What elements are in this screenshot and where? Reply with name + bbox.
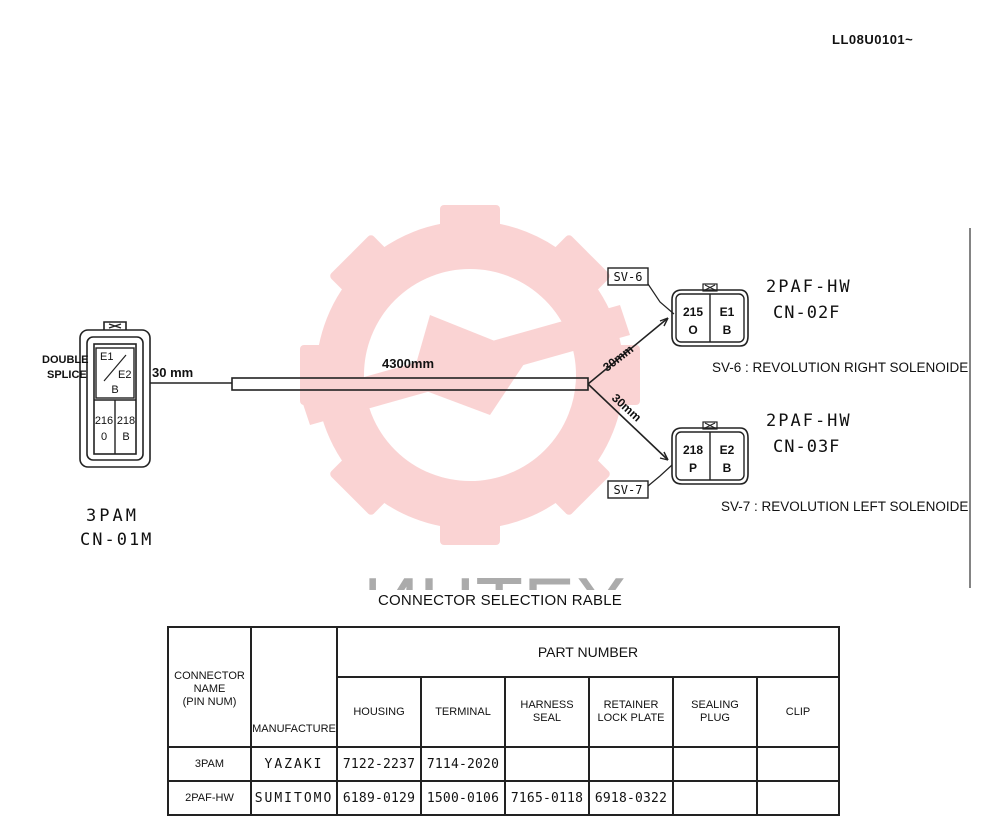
wire-harness (150, 317, 669, 461)
header-connector-name: CONNECTOR NAME (PIN NUM) (167, 626, 252, 748)
cn01m-pin1-color: 0 (101, 431, 107, 443)
cn03f-description: SV-7 : REVOLUTION LEFT SOLENOIDE (721, 499, 968, 514)
cn02f-tag: SV-6 (614, 270, 643, 284)
document-reference-code: LL08U0101~ (832, 32, 914, 47)
row-terminal: 1500-0106 (420, 780, 506, 816)
table-row: 3PAM YAZAKI 7122-2237 7114-2020 (167, 746, 840, 782)
cn03f-pin2-number: E2 (720, 443, 735, 457)
main-length-label: 4300mm (382, 356, 434, 371)
header-clip: CLIP (756, 676, 840, 748)
cn03f-pin2-color: B (723, 461, 732, 475)
connector-cn-03f: 218 P E2 B (607, 421, 749, 499)
row-harness-seal: 7165-0118 (504, 780, 590, 816)
cn03f-name-label: CN-03F (773, 437, 840, 457)
cn02f-pin2-color: B (723, 323, 732, 337)
cn03f-pin1-number: 218 (683, 443, 703, 457)
cn02f-pin1-color: O (688, 323, 697, 337)
row-retainer-lock-plate: 6918-0322 (588, 780, 674, 816)
row-connector-name: 3PAM (167, 746, 252, 782)
double-splice-label-line2: SPLICE (47, 369, 87, 381)
lead-length-label: 30 mm (152, 365, 193, 380)
row-terminal: 7114-2020 (420, 746, 506, 782)
row-manufacture: SUMITOMO (250, 780, 338, 816)
splice-color: B (111, 384, 118, 396)
header-sealing-plug: SEALING PLUG (672, 676, 758, 748)
header-manufacture: MANUFACTURE (250, 626, 338, 748)
row-clip (756, 746, 840, 782)
header-terminal: TERMINAL (420, 676, 506, 748)
row-housing: 7122-2237 (336, 746, 422, 782)
cn01m-pin2-number: 218 (117, 415, 135, 427)
cn01m-pin1-number: 216 (95, 415, 113, 427)
row-sealing-plug (672, 780, 758, 816)
connector-cn-02f: 215 O E1 B (607, 267, 749, 347)
connector-selection-table: CONNECTOR NAME (PIN NUM) MANUFACTURE PAR… (167, 626, 840, 816)
watermark-text: ИНТЕХ (363, 561, 627, 590)
cn03f-type-label: 2PAF-HW (766, 411, 852, 431)
wiring-harness-diagram: ИНТЕХ E1 E2 B 216 0 218 B DOUBLE SPLICE … (42, 205, 971, 590)
cn03f-pin1-color: P (689, 461, 697, 475)
row-housing: 6189-0129 (336, 780, 422, 816)
splice-pin-e1: E1 (100, 351, 113, 363)
row-retainer-lock-plate (588, 746, 674, 782)
cn02f-type-label: 2PAF-HW (766, 277, 852, 297)
watermark-gear-logo (300, 205, 640, 545)
cn02f-name-label: CN-02F (773, 303, 840, 323)
table-row: 2PAF-HW SUMITOMO 6189-0129 1500-0106 716… (167, 780, 840, 816)
header-retainer-lock-plate: RETAINER LOCK PLATE (588, 676, 674, 748)
cn02f-pin1-number: 215 (683, 305, 703, 319)
header-harness-seal: HARNESS SEAL (504, 676, 590, 748)
row-clip (756, 780, 840, 816)
double-splice-label-line1: DOUBLE (42, 354, 88, 366)
cn01m-pin2-color: B (122, 431, 129, 443)
row-harness-seal (504, 746, 590, 782)
header-housing: HOUSING (336, 676, 422, 748)
row-connector-name: 2PAF-HW (167, 780, 252, 816)
cn03f-tag: SV-7 (614, 483, 643, 497)
connector-table-title: CONNECTOR SELECTION RABLE (378, 592, 622, 609)
header-part-number: PART NUMBER (336, 626, 840, 678)
splice-pin-e2: E2 (118, 369, 131, 381)
cn02f-description: SV-6 : REVOLUTION RIGHT SOLENOIDE (712, 360, 968, 375)
row-sealing-plug (672, 746, 758, 782)
cn01m-name-label: CN-01M (80, 530, 153, 550)
row-manufacture: YAZAKI (250, 746, 338, 782)
cn02f-pin2-number: E1 (720, 305, 735, 319)
cn01m-type-label: 3PAM (86, 506, 139, 526)
connector-cn-01m: E1 E2 B 216 0 218 B (79, 321, 151, 468)
